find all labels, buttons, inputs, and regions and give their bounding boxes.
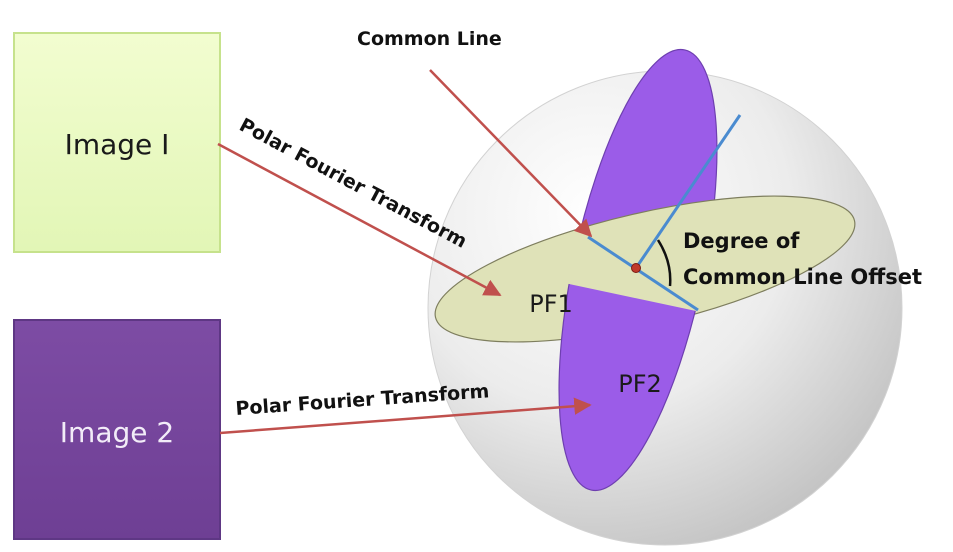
pft-upper-annotation: Polar Fourier Transform: [236, 114, 471, 253]
arrow-image2-to-pf2: [219, 397, 592, 435]
pf1-label: PF1: [529, 290, 573, 318]
image1-box: [13, 32, 221, 253]
offset-ray: [634, 114, 742, 269]
offset-angle-arc: [656, 239, 672, 287]
arrow-to-common-line: [429, 69, 593, 238]
pf2-label: PF2: [618, 370, 662, 398]
image2-box: [13, 319, 221, 540]
offset-annotation-line2: Common Line Offset: [683, 265, 922, 289]
pft-lower-annotation: Polar Fourier Transform: [235, 380, 490, 420]
image1-label: Image I: [65, 128, 170, 161]
image2-label: Image 2: [60, 416, 174, 449]
plane-center-dot: [631, 263, 641, 273]
common-line-annotation: Common Line: [357, 28, 502, 50]
offset-annotation-line1: Degree of: [683, 229, 800, 253]
arrow-image1-to-pf1: [217, 142, 502, 297]
common-line-segment: [587, 235, 699, 312]
